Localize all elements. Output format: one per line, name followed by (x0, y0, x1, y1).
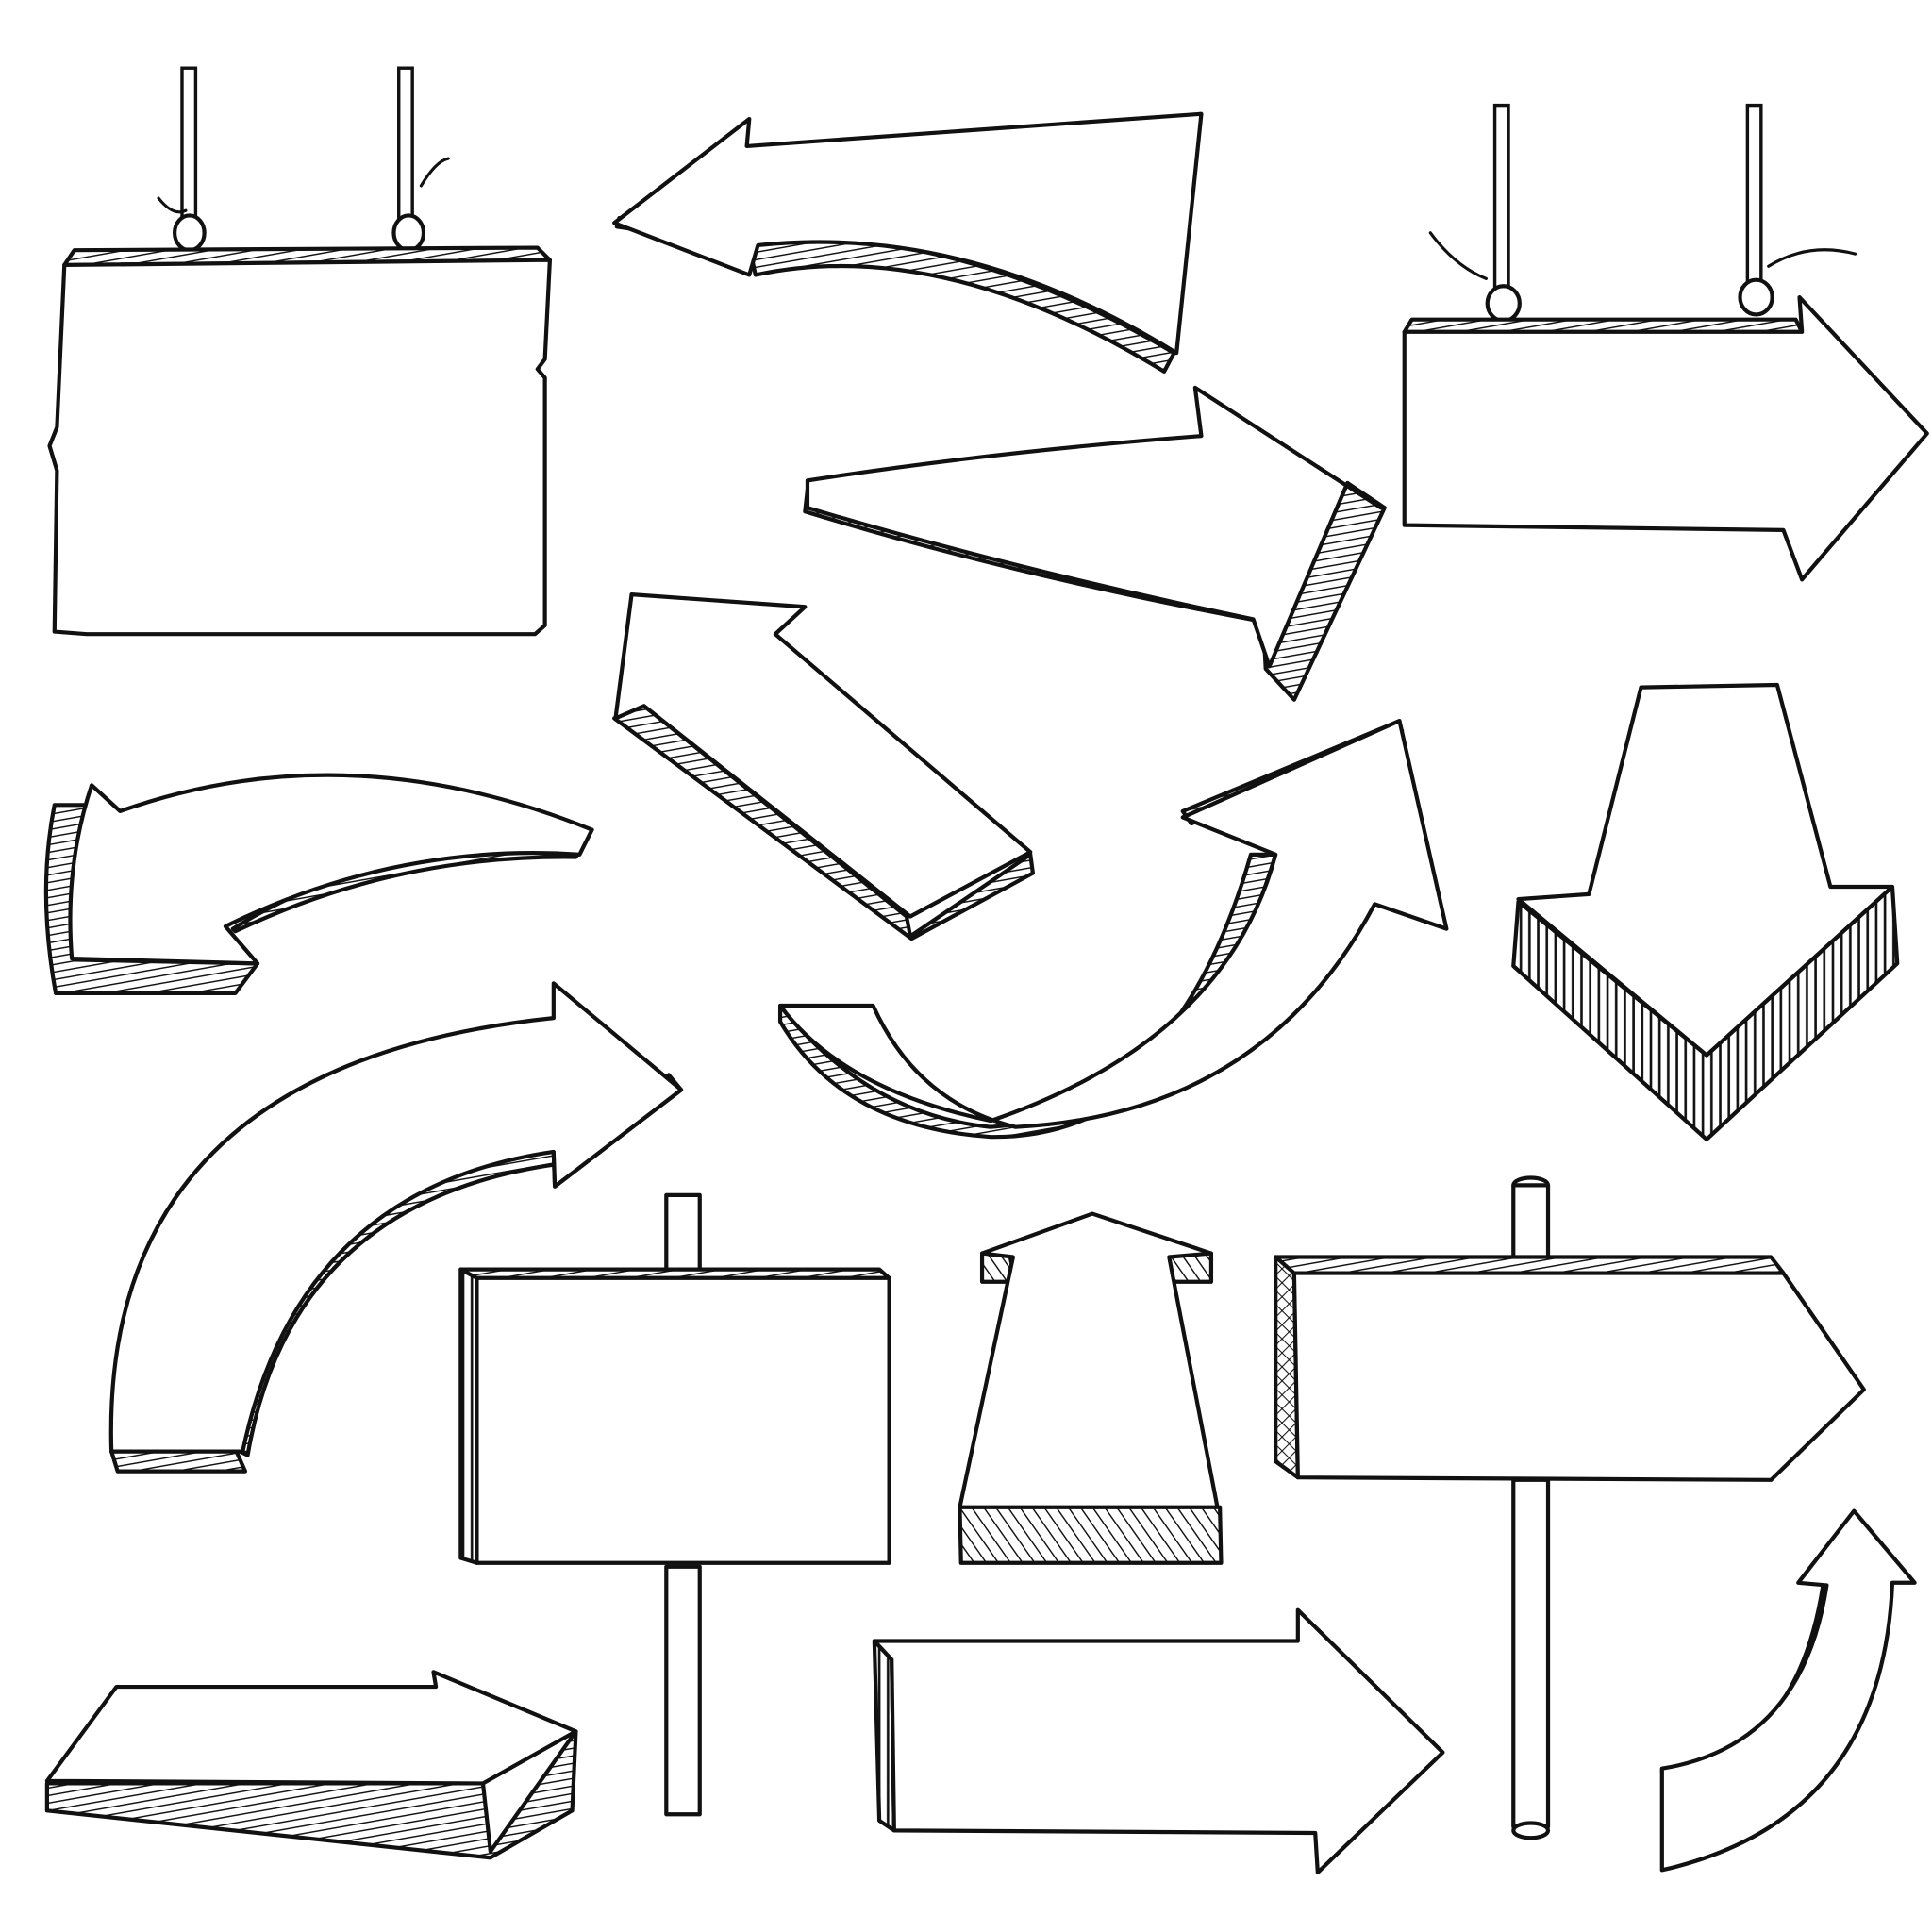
curved-arrow-left-icon (43, 773, 594, 995)
signboard-on-post-icon (458, 1192, 891, 1817)
hanging-board-on-ropes-icon (47, 66, 552, 637)
arrow-signpost-right-icon (1274, 1175, 1866, 1840)
swoosh-arrow-up-right-icon (777, 718, 1449, 1140)
flat-arrow-right-icon (872, 1607, 1445, 1875)
curved-arrow-right-icon (803, 385, 1387, 702)
hanging-arrow-sign-right-icon (1402, 103, 1929, 582)
curved-arrow-left-icon (612, 111, 1204, 374)
curved-arrow-up-icon (1659, 1508, 1917, 1873)
arrow-up-icon (958, 1211, 1224, 1565)
arrow-down-icon (1511, 682, 1900, 1141)
curved-arrow-right-icon (108, 981, 684, 1474)
straight-arrow-up-left-icon (612, 592, 1035, 941)
flat-arrow-right-icon (44, 1670, 578, 1860)
